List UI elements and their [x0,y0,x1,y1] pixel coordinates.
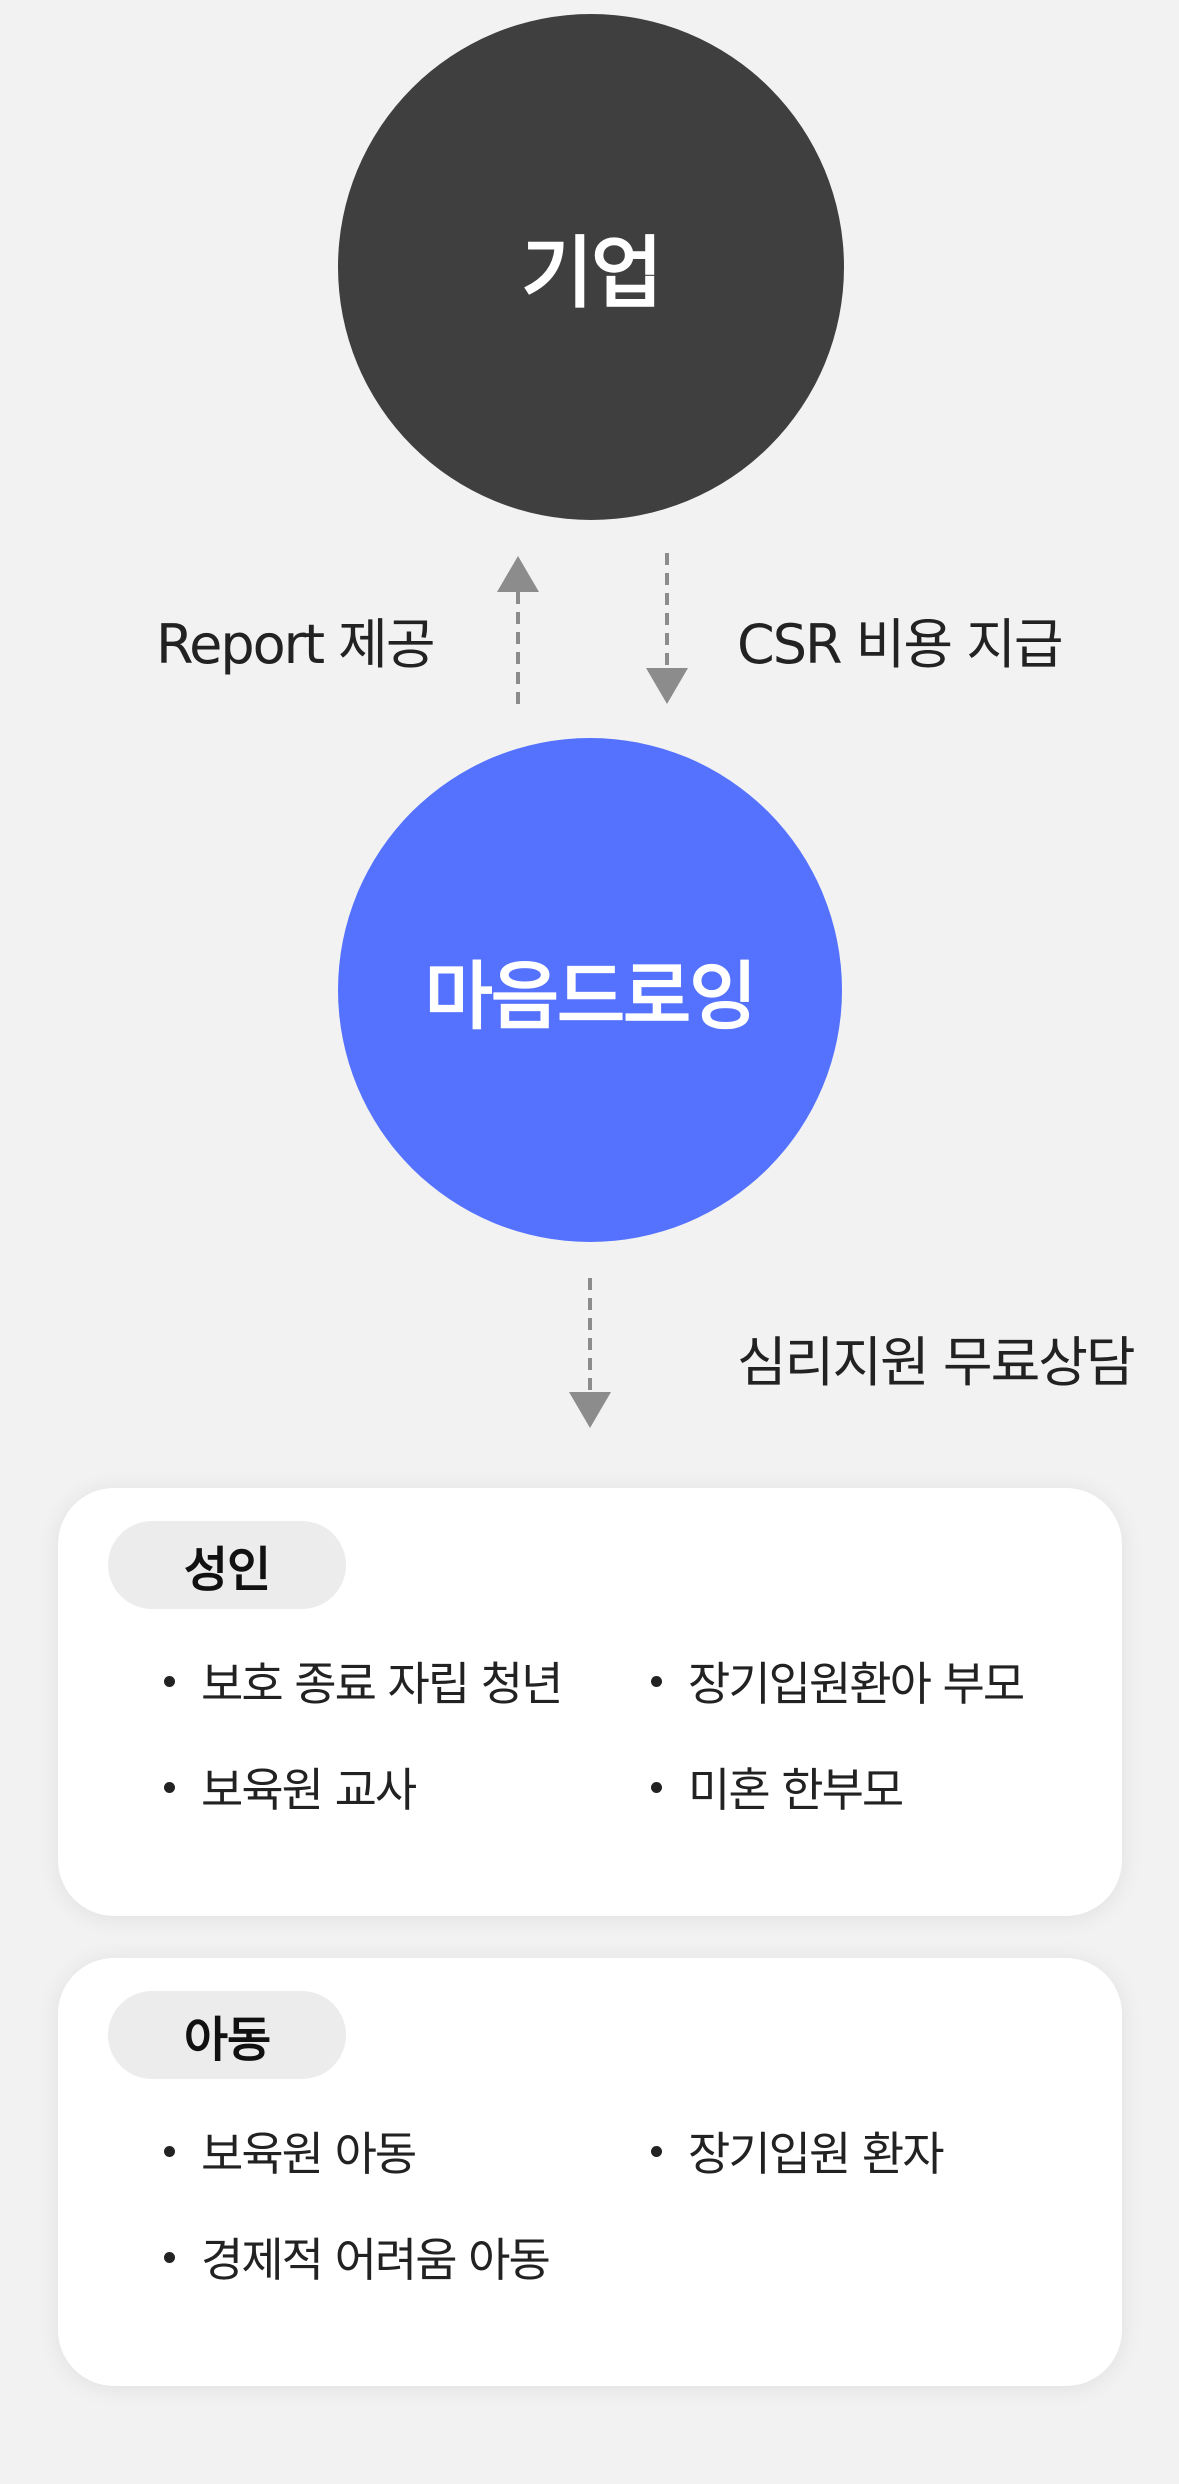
bullet-icon [164,2251,175,2263]
bullet-icon [651,1675,662,1687]
child-group-card: 아동 보육원 아동 장기입원 환자 경제적 어려움 아동 [58,1958,1122,2386]
adult-group-card: 성인 보호 종료 자립 청년 장기입원환아 부모 보육원 교사 미혼 한부모 [58,1488,1122,1916]
bullet-icon [651,1781,662,1793]
list-item: 보육원 아동 [164,2118,417,2184]
list-item-label: 미혼 한부모 [688,1763,904,1817]
list-item-label: 보호 종료 자립 청년 [201,1657,563,1711]
support-label: 심리지원 무료상담 [737,1331,1136,1394]
bullet-icon [651,2145,662,2157]
report-arrow [497,556,539,704]
bullet-icon [164,1781,175,1793]
bullet-icon [164,2145,175,2157]
support-arrow [569,1278,611,1428]
list-item: 미혼 한부모 [651,1754,904,1820]
list-item: 장기입원 환자 [651,2118,945,2184]
bullet-icon [164,1675,175,1687]
list-item: 보육원 교사 [164,1754,417,1820]
list-item: 경제적 어려움 아동 [164,2224,551,2290]
list-item: 장기입원환아 부모 [651,1648,1025,1714]
child-group-list: 보육원 아동 장기입원 환자 경제적 어려움 아동 [58,1958,1122,2386]
list-item: 보호 종료 자립 청년 [164,1648,563,1714]
csr-label: CSR 비용 지급 [737,613,1064,676]
adult-group-title: 성인 [108,1521,346,1609]
maumdroing-label: 마음드로잉 [424,953,757,1040]
list-item-label: 보육원 아동 [201,2127,417,2181]
company-node: 기업 [338,14,844,520]
list-item-label: 경제적 어려움 아동 [201,2233,551,2287]
adult-group-list: 보호 종료 자립 청년 장기입원환아 부모 보육원 교사 미혼 한부모 [58,1488,1122,1916]
list-item-label: 장기입원 환자 [688,2127,945,2181]
child-group-title: 아동 [108,1991,346,2079]
report-label: Report 제공 [156,613,436,676]
list-item-label: 보육원 교사 [201,1763,417,1817]
maumdroing-node: 마음드로잉 [338,738,842,1242]
list-item-label: 장기입원환아 부모 [688,1657,1025,1711]
company-label: 기업 [521,229,663,319]
csr-arrow [646,553,688,704]
